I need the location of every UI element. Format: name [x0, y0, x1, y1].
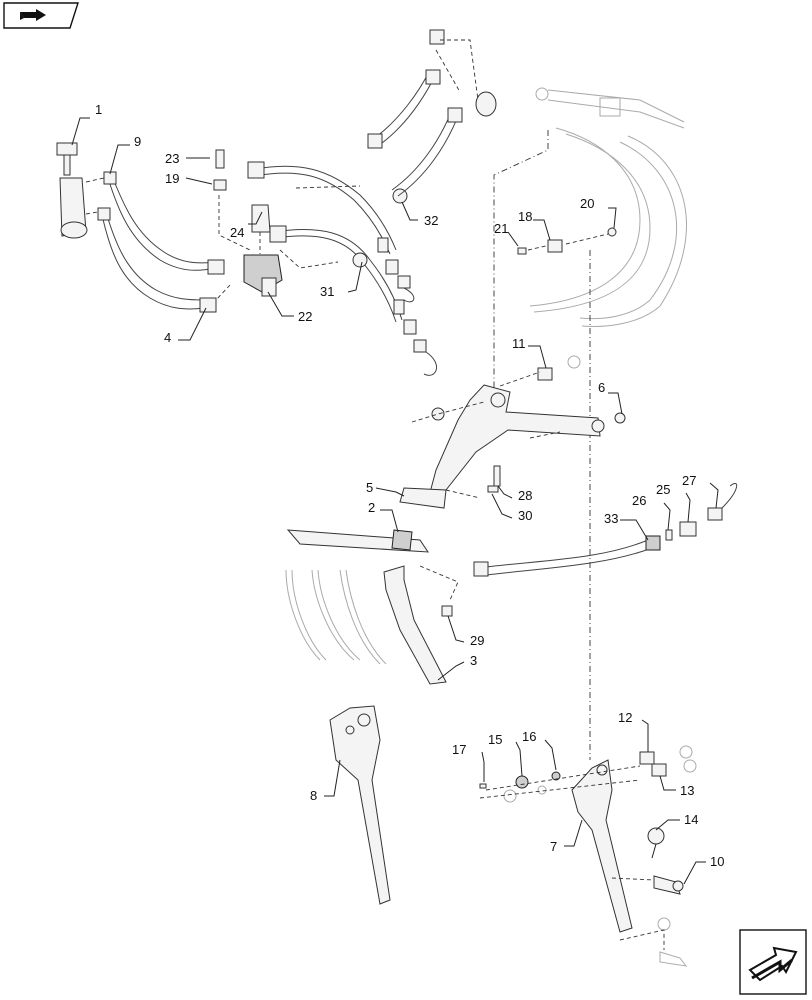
label-3: 3: [470, 653, 477, 668]
label-9: 9: [134, 134, 141, 149]
label-16: 16: [522, 729, 536, 744]
label-7: 7: [550, 839, 557, 854]
label-13: 13: [680, 783, 694, 798]
label-6: 6: [598, 380, 605, 395]
label-18: 18: [518, 209, 532, 224]
label-14: 14: [684, 812, 698, 827]
label-12: 12: [618, 710, 632, 725]
label-11: 11: [512, 336, 526, 351]
label-27: 27: [682, 473, 696, 488]
label-24: 24: [230, 225, 244, 240]
hose-4: [97, 207, 217, 313]
hose-33: [473, 483, 738, 577]
navigation-arrow-icon[interactable]: [3, 2, 79, 29]
frame-arm: [399, 355, 626, 509]
label-33: 33: [604, 511, 618, 526]
label-22: 22: [298, 309, 312, 324]
label-15: 15: [488, 732, 502, 747]
label-17: 17: [452, 742, 466, 757]
label-5: 5: [366, 480, 373, 495]
label-4: 4: [164, 330, 171, 345]
label-20: 20: [580, 196, 594, 211]
pins-and-washers: [479, 745, 697, 967]
label-29: 29: [470, 633, 484, 648]
label-30: 30: [518, 508, 532, 523]
tine-holder: [286, 529, 429, 553]
label-10: 10: [710, 854, 724, 869]
label-1: 1: [95, 102, 102, 117]
hose-9: [103, 171, 225, 275]
next-page-arrow-icon[interactable]: [739, 929, 807, 995]
label-25: 25: [656, 482, 670, 497]
label-21: 21: [494, 221, 508, 236]
arm-7: [571, 759, 633, 933]
coupler-chain: [377, 237, 437, 376]
upper-hoses: [367, 29, 497, 197]
upper-right-cylinder: [517, 87, 687, 327]
label-31: 31: [320, 284, 334, 299]
label-28: 28: [518, 488, 532, 503]
arm-8: [329, 705, 391, 905]
label-26: 26: [632, 493, 646, 508]
label-32: 32: [424, 213, 438, 228]
spring-tines: [285, 569, 387, 665]
label-23: 23: [165, 151, 179, 166]
label-19: 19: [165, 171, 179, 186]
label-8: 8: [310, 788, 317, 803]
leader-lines: [71, 117, 719, 885]
label-2: 2: [368, 500, 375, 515]
hydraulic-cylinder: [56, 142, 88, 239]
valve-block: [213, 149, 283, 297]
bolt-28: [487, 465, 501, 493]
tine-3: [383, 565, 447, 685]
